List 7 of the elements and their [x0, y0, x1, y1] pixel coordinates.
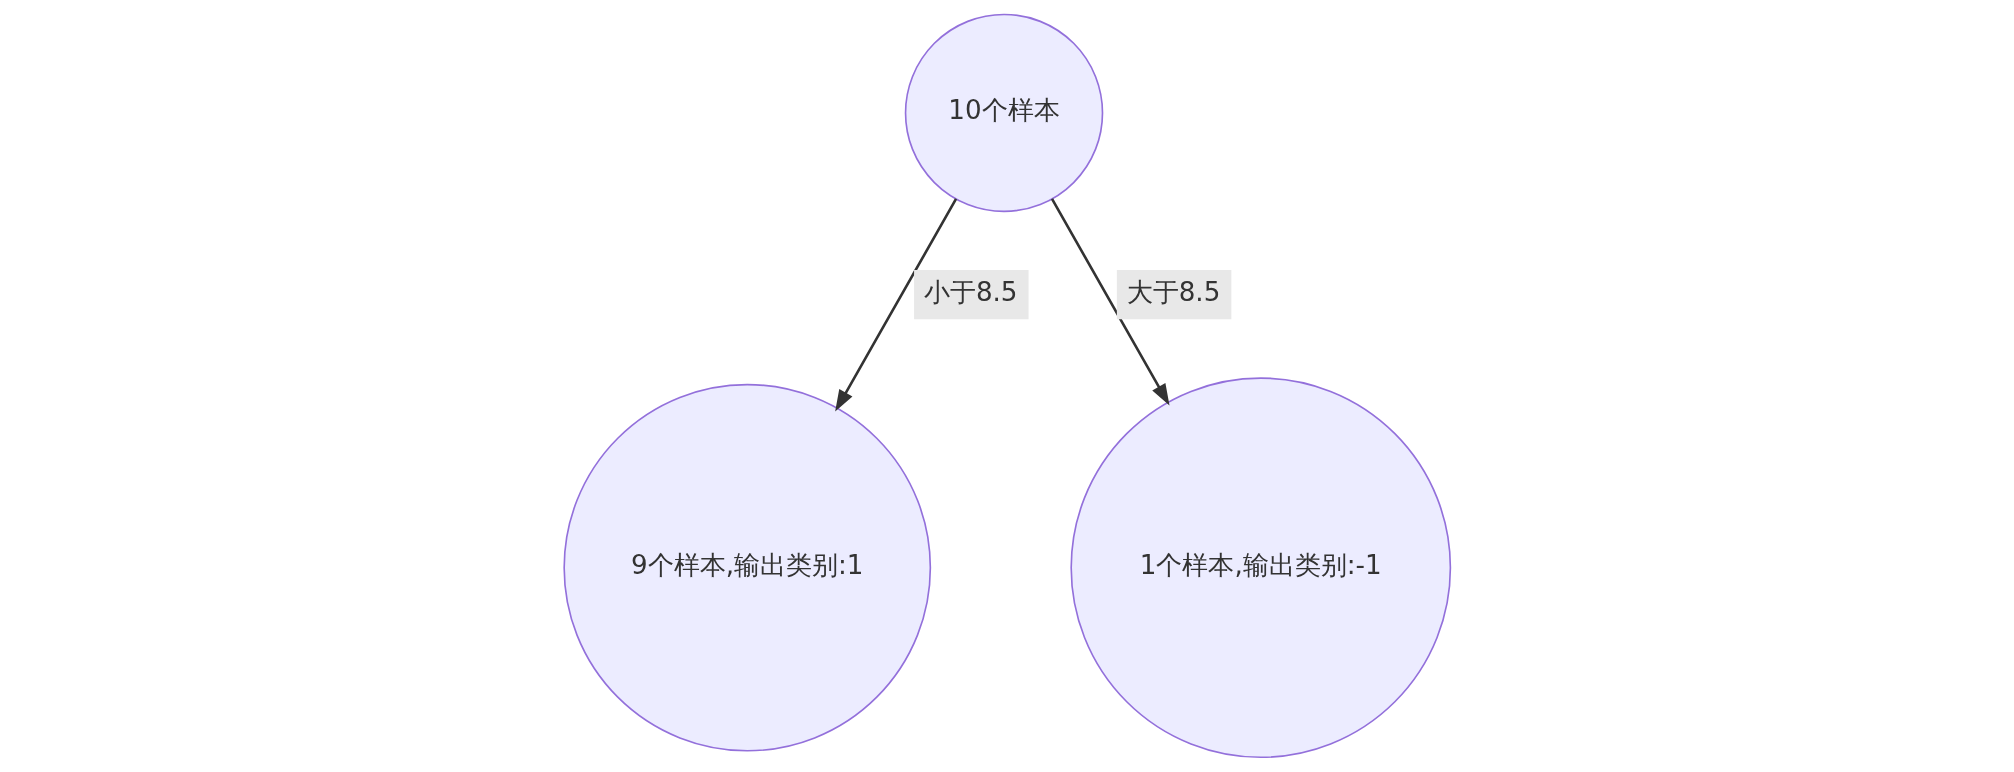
- edge-label: 大于8.5: [1126, 276, 1220, 307]
- edge-label: 小于8.5: [923, 276, 1017, 307]
- node-circle: 1个样本,输出类别:-1: [1069, 377, 1451, 759]
- arrow: [834, 198, 957, 412]
- arrow: [1050, 198, 1169, 406]
- node-circle: 10个样本: [904, 13, 1103, 213]
- node-circle: 9个样本,输出类别:1: [562, 383, 931, 752]
